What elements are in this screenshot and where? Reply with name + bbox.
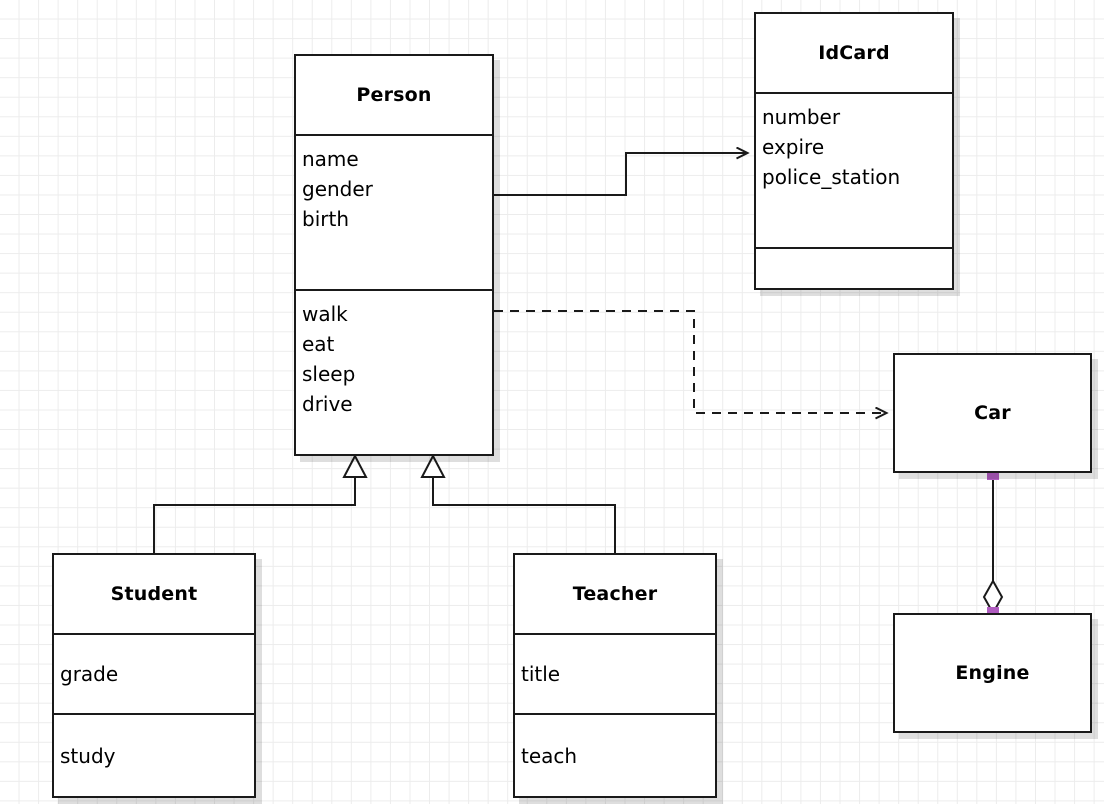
attributes-student: grade <box>54 633 254 713</box>
edge-teacher-person[interactable] <box>420 453 616 553</box>
attribute-item: grade <box>60 662 119 686</box>
methods-person: walk eat sleep drive <box>296 289 492 454</box>
attribute-item: name <box>302 147 359 171</box>
attributes-idcard: number expire police_station <box>756 92 952 247</box>
attributes-person: name gender birth <box>296 134 492 289</box>
class-name-engine: Engine <box>955 662 1030 684</box>
attributes-teacher: title <box>515 633 715 713</box>
edge-student-person[interactable] <box>153 453 368 553</box>
attribute-item: police_station <box>762 165 901 189</box>
attribute-item: expire <box>762 135 825 159</box>
method-item: drive <box>302 392 353 416</box>
edge-person-idcard[interactable] <box>494 153 747 196</box>
class-box-car[interactable]: Car <box>893 353 1092 473</box>
class-name-car: Car <box>974 402 1011 424</box>
methods-idcard <box>756 247 952 288</box>
class-box-person[interactable]: Person name gender birth walk eat sleep … <box>294 54 494 456</box>
methods-teacher: teach <box>515 713 715 796</box>
attribute-item: birth <box>302 207 349 231</box>
class-name-teacher: Teacher <box>572 583 658 605</box>
class-name-student: Student <box>110 583 198 605</box>
attribute-item: gender <box>302 177 373 201</box>
class-box-teacher[interactable]: Teacher title teach <box>513 553 717 798</box>
attribute-item: number <box>762 105 841 129</box>
edge-car-engine[interactable] <box>982 468 1004 619</box>
class-box-engine[interactable]: Engine <box>893 613 1092 733</box>
methods-student: study <box>54 713 254 796</box>
method-item: study <box>60 743 116 768</box>
edge-person-car[interactable] <box>494 310 886 413</box>
method-item: sleep <box>302 362 356 386</box>
class-box-student[interactable]: Student grade study <box>52 553 256 798</box>
method-item: eat <box>302 332 335 356</box>
method-item: walk <box>302 302 348 326</box>
method-item: teach <box>521 743 578 768</box>
class-box-idcard[interactable]: IdCard number expire police_station <box>754 12 954 290</box>
attribute-item: title <box>521 662 561 686</box>
class-name-idcard: IdCard <box>818 42 890 64</box>
class-name-person: Person <box>356 84 432 106</box>
